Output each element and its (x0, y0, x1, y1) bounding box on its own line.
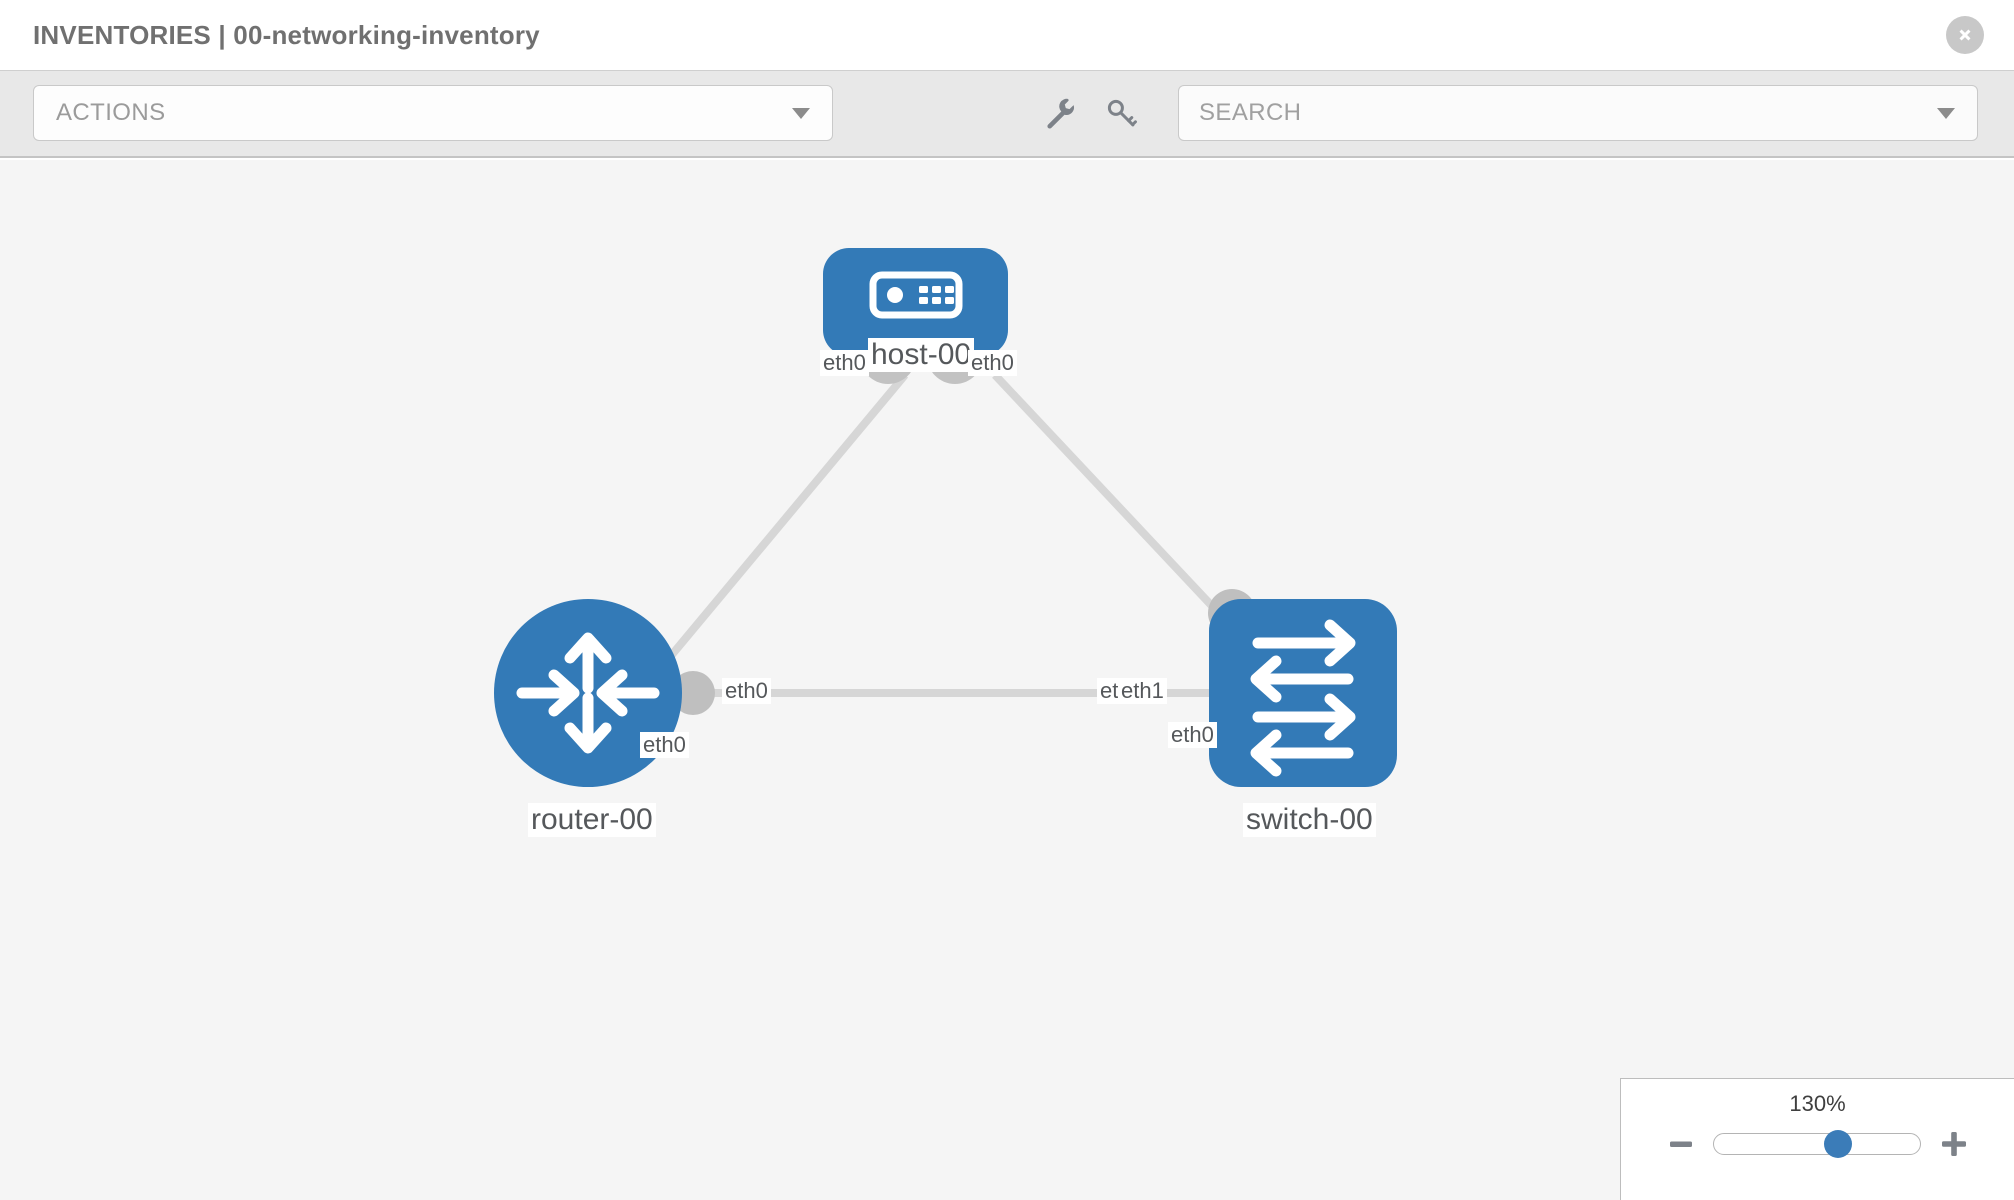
zoom-slider-thumb[interactable] (1823, 1130, 1852, 1158)
topology-canvas[interactable]: eth0 host-00 eth0 eth0 eth0 eth0 eth eth… (0, 160, 2014, 1200)
router-icon (516, 632, 660, 754)
edge-group (626, 372, 1308, 708)
server-icon (869, 271, 963, 319)
actions-dropdown[interactable]: ACTIONS (33, 85, 833, 141)
page-title: INVENTORIES | 00-networking-inventory (33, 19, 540, 50)
edge-label-switch-eth1: eth1 (1118, 678, 1167, 704)
zoom-percent-label: 130% (1789, 1091, 1846, 1116)
node-label-switch-00: switch-00 (1243, 803, 1376, 837)
edge-label-switch-eth0-up: eth0 (1168, 722, 1217, 748)
chevron-down-icon[interactable] (1937, 107, 1955, 119)
node-label-host-00: host-00 (868, 338, 975, 372)
close-icon (1959, 29, 1971, 41)
key-icon[interactable] (1104, 96, 1138, 130)
page-header: INVENTORIES | 00-networking-inventory (0, 0, 2014, 70)
switch-icon (1250, 619, 1356, 777)
node-host-00-shape[interactable] (823, 248, 1008, 356)
node-switch-00[interactable] (1209, 599, 1397, 787)
connector-router-right[interactable] (671, 671, 715, 715)
zoom-slider[interactable] (1713, 1130, 1921, 1158)
search-placeholder: SEARCH (1199, 99, 1302, 126)
search-input[interactable]: SEARCH (1178, 85, 1978, 141)
minus-icon[interactable] (1667, 1130, 1695, 1158)
zoom-control-row (1621, 1129, 2014, 1159)
edge-label-router-eth0-right: eth0 (722, 678, 771, 704)
toolbar-icon-group (1042, 85, 1138, 141)
chevron-down-icon (792, 107, 810, 119)
toolbar: ACTIONS SEARCH (0, 70, 2014, 158)
edge-label-router-eth0-up: eth0 (640, 732, 689, 758)
edge-host-router[interactable] (626, 372, 909, 708)
zoom-control-panel: 130% (1620, 1078, 2014, 1200)
interface-connector-group (671, 328, 1256, 715)
node-host-00[interactable] (823, 248, 1008, 356)
node-switch-00-shape[interactable] (1209, 599, 1397, 787)
topology-graph (494, 248, 1397, 787)
actions-dropdown-label: ACTIONS (56, 99, 166, 126)
edge-label-host-eth0-right: eth0 (968, 350, 1017, 376)
wrench-icon[interactable] (1042, 96, 1076, 130)
node-label-router-00: router-00 (528, 803, 656, 837)
node-router-00[interactable] (494, 599, 682, 787)
edge-label-host-eth0-left: eth0 (820, 350, 869, 376)
close-button[interactable] (1946, 16, 1984, 54)
plus-icon[interactable] (1939, 1129, 1969, 1159)
